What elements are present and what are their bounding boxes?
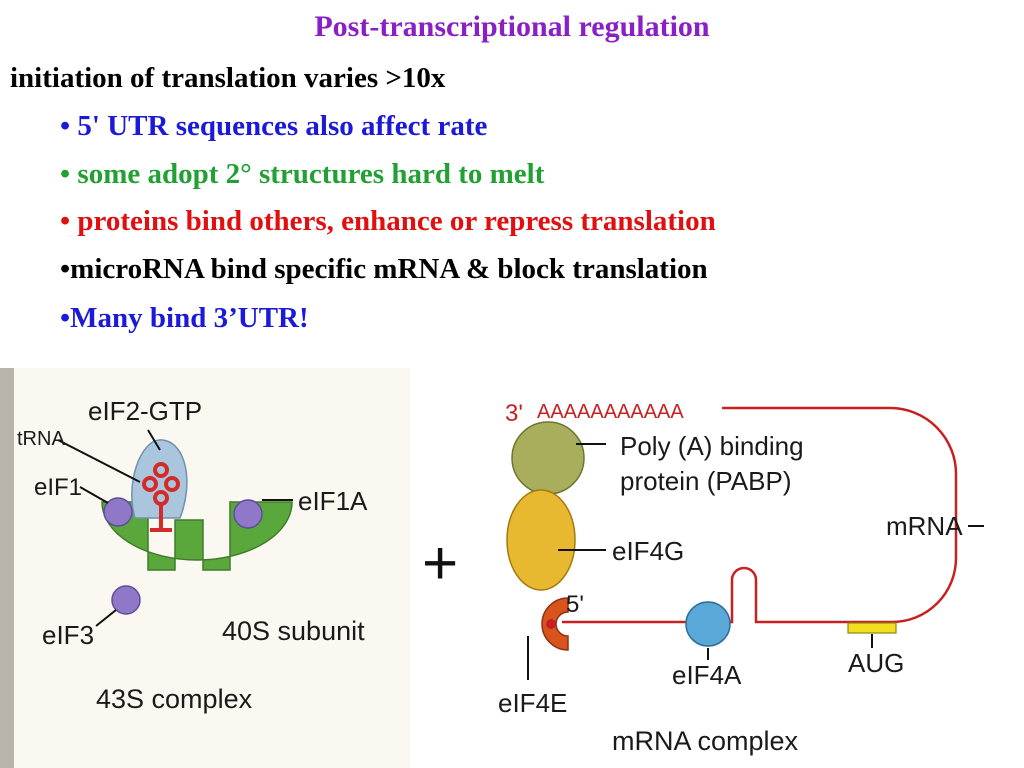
bullet-text: Many bind 3’UTR! <box>70 302 309 334</box>
eif4a-shape <box>685 601 731 647</box>
bullet-utr-rate: • 5' UTR sequences also affect rate <box>60 110 487 143</box>
translation-initiation-figure: eIF2-GTP tRNA eIF1 eIF1A eIF3 40S subuni… <box>0 368 984 768</box>
plus-sign: + <box>422 529 458 598</box>
left-pointer-lines <box>57 429 293 627</box>
label-poly-a-tail: AAAAAAAAAAA <box>537 401 684 423</box>
label-eif1: eIF1 <box>34 474 82 501</box>
label-pabp-line2: protein (PABP) <box>620 466 791 496</box>
left-panel-edge-shadow <box>0 368 14 768</box>
bullet-marker: • <box>60 205 71 237</box>
bullet-3utr: •Many bind 3’UTR! <box>60 302 309 335</box>
intro-line: initiation of translation varies >10x <box>10 62 446 94</box>
bullet-text: microRNA bind specific mRNA & block tran… <box>70 253 708 285</box>
bullet-marker: • <box>60 158 71 190</box>
mrna-line <box>562 406 958 624</box>
label-43s-complex: 43S complex <box>96 684 253 714</box>
trna-icon <box>142 462 180 532</box>
label-eif3: eIF3 <box>42 620 94 650</box>
bullet-marker: • <box>60 302 71 334</box>
label-trna: tRNA <box>17 428 65 450</box>
eif4g-shape <box>506 489 576 591</box>
label-eif4e: eIF4E <box>498 688 567 718</box>
label-eif4g: eIF4G <box>612 536 684 566</box>
label-three-prime: 3' <box>505 400 523 427</box>
bullet-marker: • <box>60 253 71 285</box>
bullet-proteins-bind: • proteins bind others, enhance or repre… <box>60 205 716 238</box>
label-eif2-gtp: eIF2-GTP <box>88 396 202 426</box>
bullet-marker: • <box>60 110 71 142</box>
eif1-shape <box>103 497 133 527</box>
aug-box <box>847 622 897 634</box>
label-mrna: mRNA <box>886 511 963 541</box>
eif1a-shape <box>233 499 263 529</box>
five-prime-cap-dot <box>546 619 556 629</box>
label-mrna-complex: mRNA complex <box>612 726 799 756</box>
bullet-text: proteins bind others, enhance or repress… <box>70 205 716 237</box>
eif2-gtp-shape <box>131 439 188 519</box>
label-eif4a: eIF4A <box>672 660 742 690</box>
slide-title: Post-transcriptional regulation <box>314 10 710 43</box>
label-five-prime: 5' <box>566 591 584 618</box>
eif3-shape <box>111 585 141 615</box>
bullet-microrna: •microRNA bind specific mRNA & block tra… <box>60 253 708 286</box>
bullet-text: some adopt 2° structures hard to melt <box>70 158 545 190</box>
label-eif1a: eIF1A <box>298 486 368 516</box>
bullet-text: 5' UTR sequences also affect rate <box>70 110 488 142</box>
label-pabp-line1: Poly (A) binding <box>620 431 804 461</box>
label-40s-subunit: 40S subunit <box>222 616 365 646</box>
bullet-secondary-structures: • some adopt 2° structures hard to melt <box>60 158 544 191</box>
pabp-shape <box>511 421 585 495</box>
label-aug: AUG <box>848 648 904 678</box>
right-pointer-lines <box>527 443 984 680</box>
